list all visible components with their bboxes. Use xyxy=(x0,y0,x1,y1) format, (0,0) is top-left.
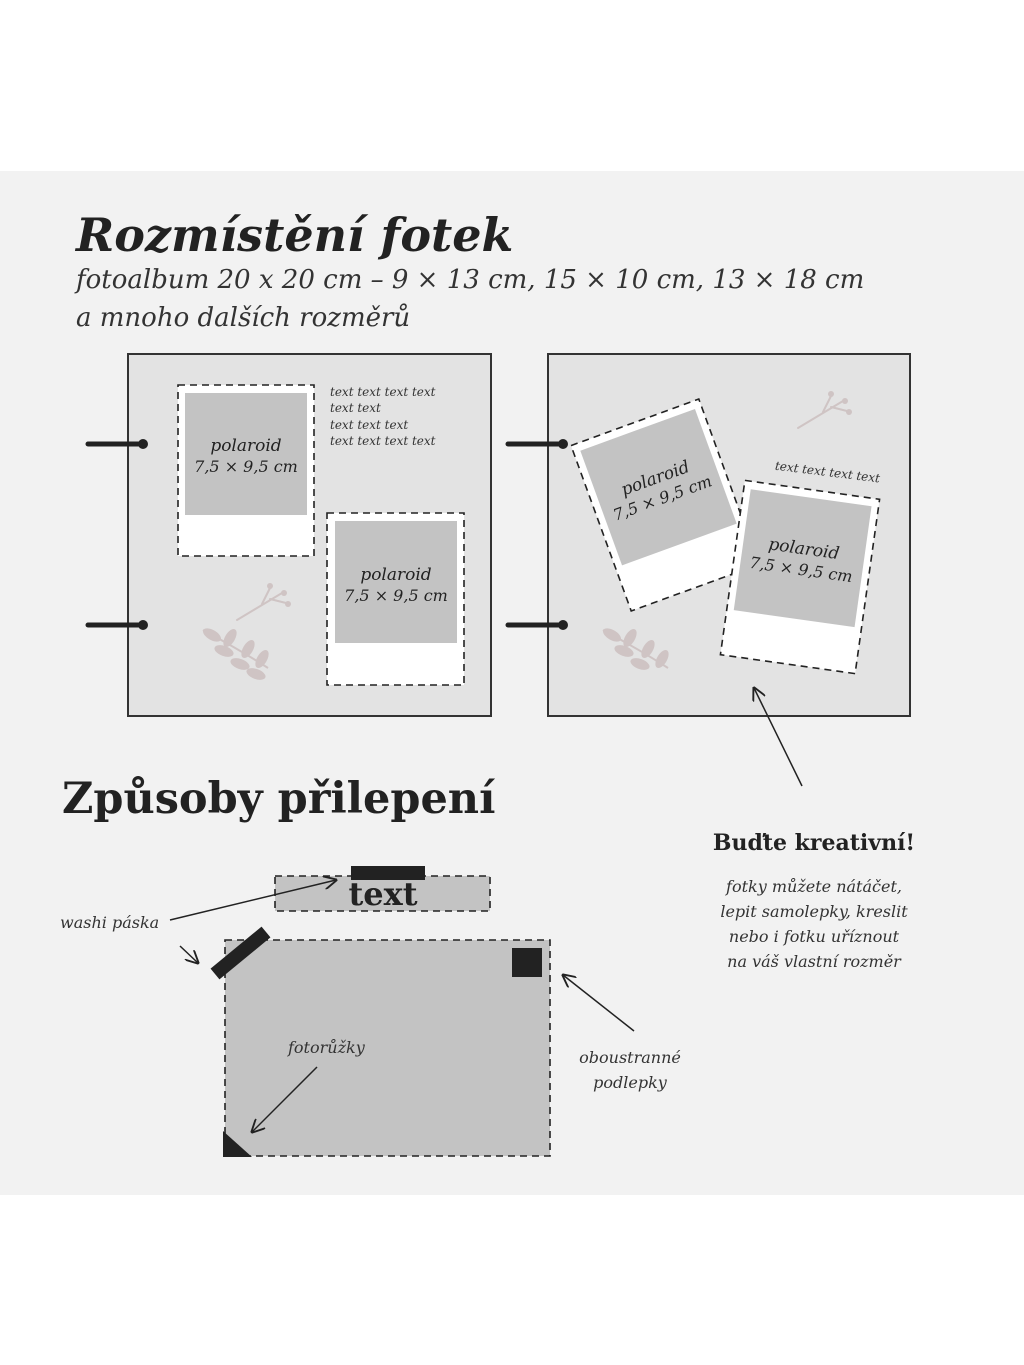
placeholder-text-line: text text xyxy=(330,401,381,415)
text-strip: text xyxy=(274,866,491,913)
right-album-page: polaroid 7,5 × 9,5 cm polaroid 7,5 × 9,5… xyxy=(505,353,911,717)
text-strip-label: text xyxy=(349,875,418,913)
placeholder-text-block: text text text text text text text text … xyxy=(330,385,436,448)
double-sided-pad xyxy=(512,948,542,977)
pointer-arrow xyxy=(252,1066,318,1132)
polaroid-size: 7,5 × 9,5 cm xyxy=(344,586,448,605)
leaf-branch-icon xyxy=(202,628,269,680)
polaroid-frame: polaroid 7,5 × 9,5 cm xyxy=(177,384,315,557)
photo-corners-label: fotorůžky xyxy=(288,1038,365,1057)
pointer-arrow xyxy=(169,880,336,921)
page-title: Rozmístění fotek xyxy=(76,208,514,262)
subtitle-line-2: a mnoho dalších rozměrů xyxy=(76,303,411,333)
twig-icon xyxy=(236,583,291,621)
polaroid-size: 7,5 × 9,5 cm xyxy=(194,457,298,476)
washi-tape-piece xyxy=(210,926,271,980)
washi-tape-strip xyxy=(351,866,425,880)
pointer-arrow xyxy=(754,688,803,787)
polaroid-label: polaroid xyxy=(210,436,281,456)
creative-line: lepit samolepky, kreslit xyxy=(720,902,908,921)
photo-corner xyxy=(223,1131,252,1157)
twig-icon xyxy=(797,391,852,429)
pointer-arrow xyxy=(563,975,635,1032)
pointer-arrow xyxy=(179,945,198,963)
creative-line: na váš vlastní rozměr xyxy=(727,952,901,971)
placeholder-text-line: text text text xyxy=(330,418,408,432)
left-album-page: polaroid 7,5 × 9,5 cm polaroid 7,5 × 9,5… xyxy=(85,353,492,717)
placeholder-text-line: text text text text xyxy=(330,385,436,399)
creative-line: nebo i fotku uříznout xyxy=(728,927,900,946)
section-title: Způsoby přilepení xyxy=(62,774,496,824)
polaroid-frame: polaroid 7,5 × 9,5 cm xyxy=(326,512,465,686)
placeholder-text-line: text text text text xyxy=(330,434,436,448)
polaroid-frame-rotated: polaroid 7,5 × 9,5 cm xyxy=(569,398,761,612)
double-sided-label-2: podlepky xyxy=(593,1073,667,1092)
creative-line: fotky můžete nátáčet, xyxy=(726,877,902,896)
polaroid-label: polaroid xyxy=(360,565,431,585)
creative-title: Buďte kreativní! xyxy=(712,830,916,856)
leaf-branch-icon xyxy=(602,628,669,670)
photo-mount xyxy=(210,926,551,1157)
polaroid-frame-rotated: polaroid 7,5 × 9,5 cm xyxy=(719,479,881,675)
washi-label: washi páska xyxy=(60,913,160,932)
double-sided-label-1: oboustranné xyxy=(579,1048,681,1067)
subtitle-line-1: fotoalbum 20 x 20 cm – 9 × 13 cm, 15 × 1… xyxy=(76,265,865,295)
